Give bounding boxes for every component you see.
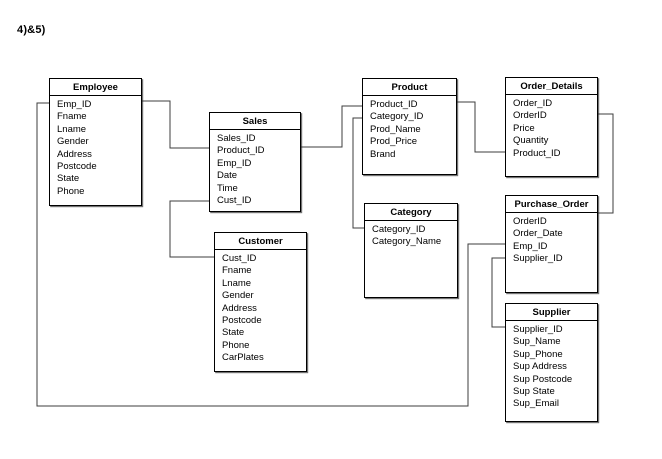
connector-sales-product: [301, 105, 362, 148]
field-sup-postcode: Sup Postcode: [513, 373, 573, 385]
field-phone: Phone: [57, 185, 85, 197]
field-price: Price: [513, 122, 535, 134]
field-emp-id: Emp_ID: [57, 99, 92, 110]
field-supplier-id: Supplier_ID: [513, 324, 563, 335]
field-sales-id: Sales_ID: [217, 133, 256, 144]
field-address: Address: [222, 302, 257, 314]
field-postcode: Postcode: [57, 161, 97, 173]
field-emp-id: Emp_ID: [513, 240, 548, 252]
field-carplates: CarPlates: [222, 352, 264, 364]
entity-title: Purchase_Order: [506, 196, 597, 213]
field-gender: Gender: [57, 136, 89, 148]
entity-title: Employee: [50, 79, 141, 96]
field-postcode: Postcode: [222, 315, 262, 327]
connector-sales-customer: [169, 200, 214, 258]
field-product-id: Product_ID: [513, 147, 561, 159]
field-sup-state: Sup State: [513, 386, 555, 398]
field-prod-price: Prod_Price: [370, 136, 417, 148]
connector-employee-purchase-order: [36, 102, 505, 407]
entity-title: Supplier: [506, 304, 597, 321]
field-orderid: OrderID: [513, 110, 547, 122]
field-category-id: Category_ID: [372, 224, 426, 235]
connector-purchase-order-supplier: [491, 257, 505, 328]
field-quantity: Quantity: [513, 135, 549, 147]
field-product-id: Product_ID: [217, 145, 265, 157]
field-fname: Fname: [57, 111, 87, 123]
field-order-id: Order_ID: [513, 98, 553, 109]
field-phone: Phone: [222, 339, 250, 351]
field-cust-id: Cust_ID: [222, 253, 257, 264]
field-fname: Fname: [222, 265, 252, 277]
field-supplier-id: Supplier_ID: [513, 253, 563, 265]
field-sup-email: Sup_Email: [513, 398, 559, 410]
field-cust-id: Cust_ID: [217, 195, 252, 207]
entity-title: Customer: [215, 233, 306, 250]
field-lname: Lname: [57, 123, 87, 135]
field-order-date: Order_Date: [513, 228, 563, 240]
field-sup-name: Sup_Name: [513, 336, 561, 348]
field-emp-id: Emp_ID: [217, 157, 252, 169]
field-prod-name: Prod_Name: [370, 123, 421, 135]
field-address: Address: [57, 148, 92, 160]
connector-order-details-purchase-order: [598, 113, 614, 214]
field-gender: Gender: [222, 290, 254, 302]
field-state: State: [222, 327, 245, 339]
entity-title: Sales: [210, 113, 300, 130]
field-time: Time: [217, 182, 238, 194]
field-product-id: Product_ID: [370, 99, 418, 110]
connector-product-category: [352, 117, 364, 229]
page-label: 4)&5): [17, 24, 46, 36]
field-sup-address: Sup Address: [513, 361, 567, 373]
entity-title: Product: [363, 79, 456, 96]
field-date: Date: [217, 170, 238, 182]
entity-title: Category: [365, 204, 457, 221]
field-sup-phone: Sup_Phone: [513, 348, 563, 360]
entity-title: Order_Details: [506, 78, 597, 95]
connector-product-order-details: [457, 101, 505, 153]
field-category-name: Category_Name: [372, 236, 442, 248]
field-state: State: [57, 173, 80, 185]
field-brand: Brand: [370, 148, 396, 160]
field-category-id: Category_ID: [370, 111, 424, 123]
field-orderid: OrderID: [513, 216, 547, 227]
field-lname: Lname: [222, 277, 252, 289]
connector-employee-sales: [142, 100, 209, 149]
